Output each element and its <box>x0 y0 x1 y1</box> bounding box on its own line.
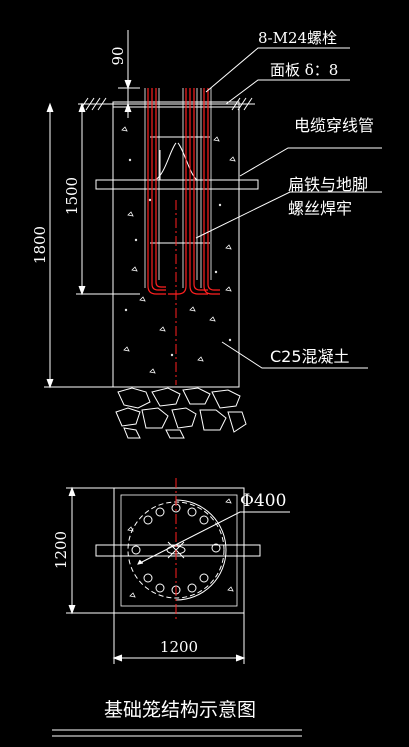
diameter-leader <box>137 511 290 565</box>
dim-cage-depth <box>76 102 140 296</box>
concrete-speckles <box>121 126 236 374</box>
title-block: 基础笼结构示意图 <box>52 699 302 737</box>
dim-text-top-offset: 90 <box>109 46 127 65</box>
plan-labels: Φ400 1200 1200 <box>52 491 286 656</box>
plan-cable-tube <box>95 544 261 557</box>
dim-text-total-depth: 1800 <box>31 226 49 264</box>
label-flat-iron-1: 扁铁与地脚 <box>288 175 368 194</box>
label-concrete: C25混凝土 <box>270 347 350 366</box>
label-bolts: 8-M24螺栓 <box>258 29 337 47</box>
label-cable-tube: 电缆穿线管 <box>294 116 374 135</box>
bolt-outlines <box>144 88 212 288</box>
cable-tube <box>95 142 259 190</box>
dim-total-depth <box>44 102 113 389</box>
plan-view <box>66 478 290 664</box>
elevation-labels: 8-M24螺栓 面板 δ：8 电缆穿线管 扁铁与地脚 螺丝焊牢 C25混凝土 9… <box>31 29 374 366</box>
dim-text-plan-height: 1200 <box>52 531 70 569</box>
base-plate <box>112 101 240 108</box>
anchor-bolts <box>147 88 220 295</box>
drawing-title: 基础笼结构示意图 <box>104 699 256 721</box>
dim-top-offset <box>118 30 140 118</box>
gravel-bed <box>115 387 247 439</box>
leaders <box>195 47 382 369</box>
concrete-block <box>112 103 240 388</box>
label-diameter: Φ400 <box>240 491 286 511</box>
plan-arc <box>175 499 227 601</box>
plan-inner-square <box>120 494 238 607</box>
label-plate: 面板 δ：8 <box>270 61 338 79</box>
dim-plan-height <box>66 486 114 615</box>
dim-text-plan-width: 1200 <box>160 638 198 656</box>
plan-square <box>113 487 245 614</box>
label-flat-iron-2: 螺丝焊牢 <box>288 199 352 218</box>
dim-text-cage-depth: 1500 <box>63 177 81 215</box>
dim-plan-width <box>112 613 246 664</box>
elevation-view <box>44 30 382 439</box>
